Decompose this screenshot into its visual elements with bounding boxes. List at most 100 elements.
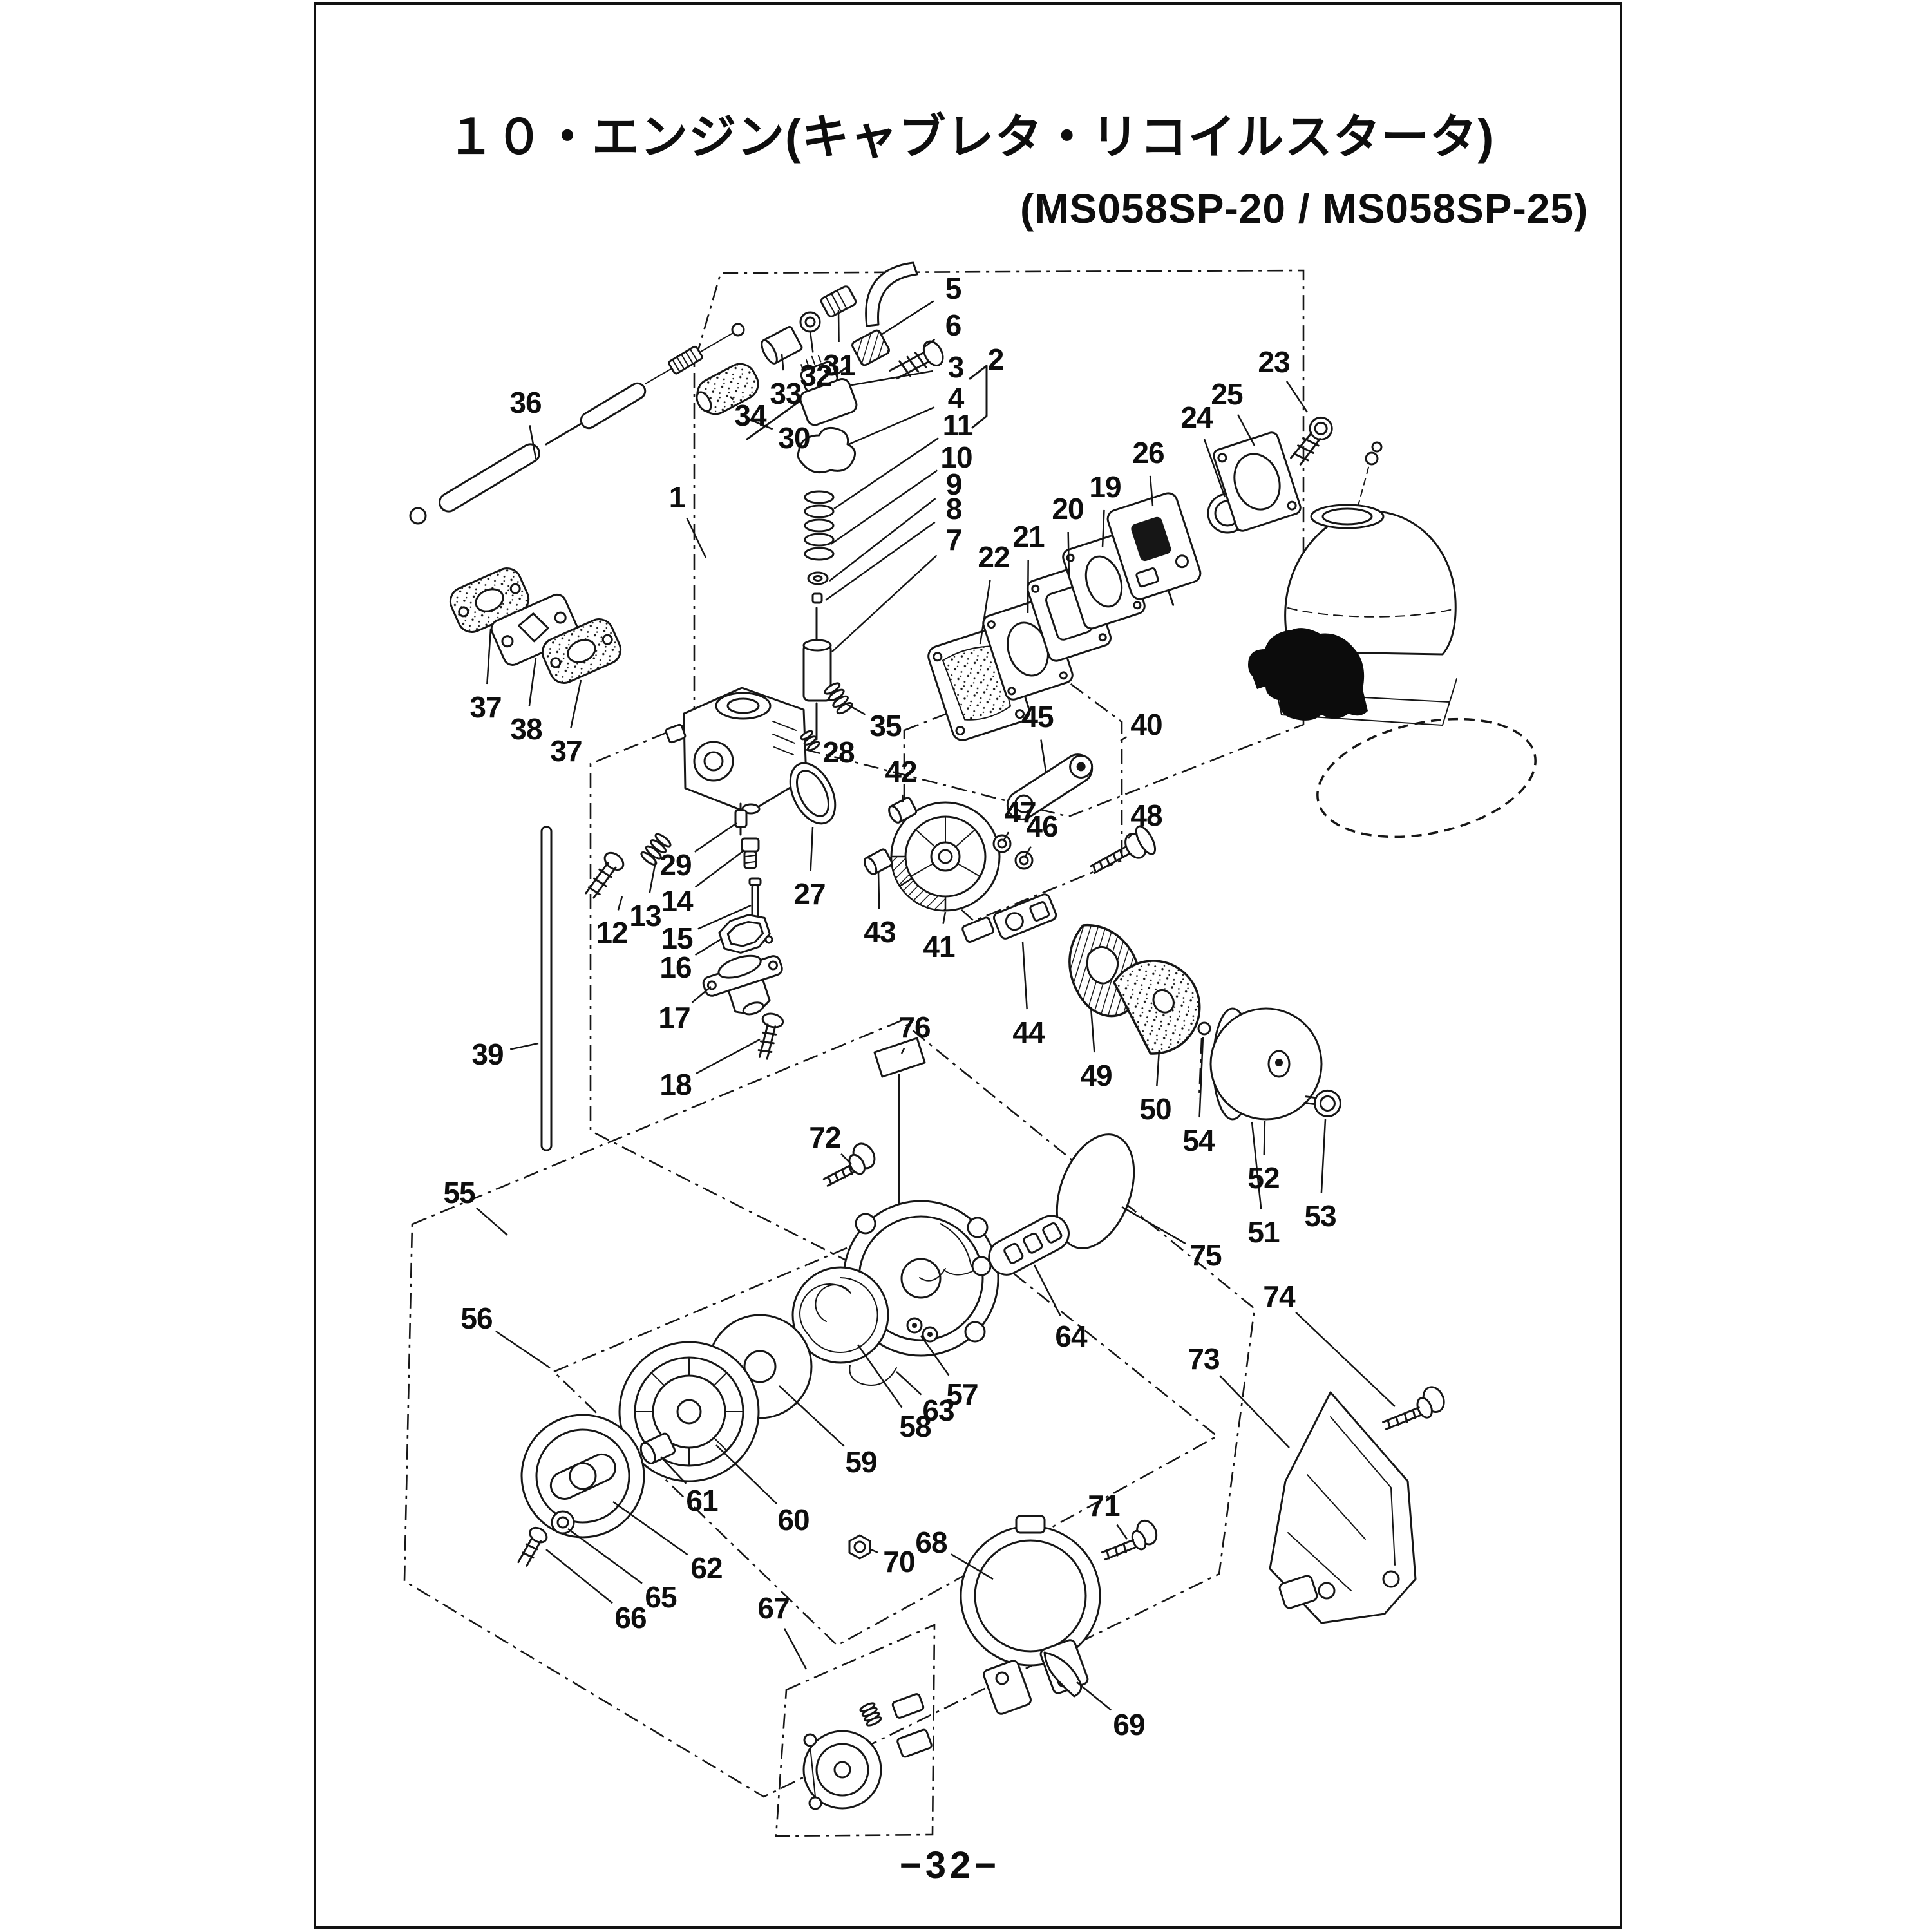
part-label-51: 51: [1247, 1215, 1280, 1249]
part-label-5: 5: [945, 272, 962, 305]
part-label-76: 76: [898, 1010, 931, 1044]
part-label-14: 14: [661, 884, 693, 918]
part-label-17: 17: [658, 1001, 690, 1034]
part-label-25: 25: [1211, 377, 1243, 411]
page-title: １０・エンジン(キャブレタ・リコイルスタータ): [447, 110, 1495, 164]
part-label-46: 46: [1026, 810, 1058, 843]
part-label-64: 64: [1055, 1320, 1087, 1353]
carburetor-body: [665, 687, 808, 815]
idle-screws: [585, 682, 853, 1060]
part-label-19: 19: [1089, 470, 1121, 504]
part-label-18: 18: [659, 1068, 692, 1101]
part-label-62: 62: [690, 1551, 723, 1585]
part-label-56: 56: [460, 1302, 493, 1335]
part-label-57: 57: [946, 1378, 978, 1411]
part-label-39: 39: [471, 1037, 504, 1071]
sprayer-reference: [1248, 441, 1537, 838]
part-label-36: 36: [509, 386, 542, 419]
part-label-8: 8: [945, 492, 963, 526]
choke-rod: [540, 826, 553, 1151]
part-label-73: 73: [1188, 1342, 1220, 1376]
part-label-1: 1: [668, 480, 686, 514]
part-label-16: 16: [659, 951, 692, 984]
bushings: [864, 797, 1034, 875]
nut: [848, 1534, 871, 1560]
part-label-54: 54: [1182, 1124, 1215, 1157]
part-label-67: 67: [757, 1591, 790, 1625]
part-label-72: 72: [809, 1121, 841, 1154]
page-number: −32−: [899, 1844, 1001, 1886]
part-label-34: 34: [734, 399, 766, 432]
part-label-58: 58: [899, 1410, 931, 1443]
part-label-3: 3: [947, 350, 965, 384]
part-label-12: 12: [596, 916, 628, 949]
part-label-55: 55: [443, 1176, 475, 1209]
part-label-60: 60: [777, 1503, 810, 1537]
cleaner-screw: [1090, 825, 1157, 874]
part-label-43: 43: [864, 915, 896, 949]
part-label-63: 63: [922, 1394, 954, 1427]
fan-case-clamp: [960, 1515, 1101, 1715]
page-border: [314, 2, 1622, 1929]
cover-knob: [1303, 1089, 1341, 1117]
part-label-44: 44: [1012, 1016, 1045, 1049]
part-label-29: 29: [659, 848, 692, 882]
element-pin: [1197, 1021, 1211, 1099]
part-label-45: 45: [1021, 700, 1054, 734]
part-label-13: 13: [629, 899, 661, 933]
part-label-32: 32: [800, 359, 832, 392]
part-label-66: 66: [614, 1601, 647, 1634]
part-label-21: 21: [1012, 520, 1045, 553]
part-label-4: 4: [947, 381, 965, 415]
part-label-38: 38: [510, 712, 542, 746]
clutch-parts: [802, 1693, 933, 1810]
part-label-50: 50: [1139, 1092, 1171, 1126]
part-label-10: 10: [940, 440, 972, 474]
part-label-31: 31: [823, 348, 855, 382]
diaphragm-plates: [927, 416, 1333, 741]
label-sticker: [873, 1037, 926, 1078]
part-label-71: 71: [1088, 1489, 1120, 1522]
part-label-53: 53: [1304, 1199, 1336, 1233]
part-label-7: 7: [945, 523, 963, 556]
throttle-cable: [409, 323, 745, 525]
part-label-22: 22: [978, 540, 1010, 574]
insulator-gaskets: [449, 567, 622, 684]
model-subtitle: (MS058SP-20 / MS058SP-25): [1020, 185, 1589, 232]
part-label-74: 74: [1263, 1280, 1295, 1313]
leader-lines: [476, 300, 1396, 1711]
part-label-23: 23: [1258, 345, 1290, 379]
part-label-48: 48: [1130, 799, 1162, 832]
part-label-24: 24: [1180, 401, 1213, 434]
part-label-40: 40: [1130, 708, 1162, 741]
guide-wedge: [1043, 1651, 1083, 1698]
part-label-61: 61: [686, 1484, 718, 1517]
clamp-screw: [1101, 1519, 1158, 1561]
metering-spring: [804, 490, 835, 561]
carburetor-metering-parts: [696, 261, 944, 741]
part-label-20: 20: [1052, 492, 1084, 526]
part-label-11: 11: [942, 408, 974, 442]
part-label-9: 9: [945, 468, 963, 501]
part-label-41: 41: [923, 930, 955, 963]
bracket-screw: [1382, 1386, 1445, 1430]
part-label-52: 52: [1247, 1161, 1280, 1195]
part-label-68: 68: [915, 1526, 947, 1559]
part-label-15: 15: [661, 922, 693, 955]
air-cleaner-element: [1112, 960, 1201, 1055]
gasket-oval: [1056, 1133, 1135, 1249]
part-label-35: 35: [869, 709, 902, 743]
part-label-75: 75: [1189, 1238, 1222, 1272]
part-label-37: 37: [469, 690, 502, 724]
part-label-70: 70: [883, 1545, 915, 1578]
part-label-42: 42: [885, 755, 917, 788]
part-label-69: 69: [1113, 1708, 1145, 1741]
part-label-6: 6: [945, 308, 962, 342]
part-label-59: 59: [845, 1445, 877, 1479]
part-label-30: 30: [778, 421, 810, 455]
part-label-26: 26: [1132, 436, 1164, 469]
part-label-47: 47: [1004, 795, 1036, 829]
fan-wheel: [890, 801, 1001, 912]
choke-lever: [1006, 753, 1094, 820]
